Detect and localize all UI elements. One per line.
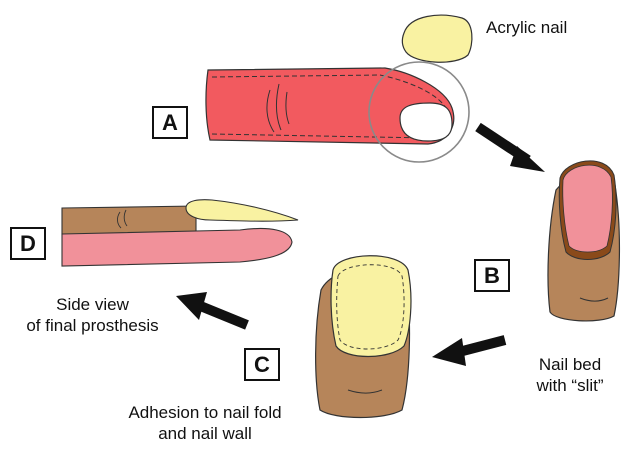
label-acrylic-nail: Acrylic nail [486,17,567,38]
label-side-view-line1: Side view [10,294,175,315]
fingertip-b [548,161,619,321]
panel-label-c: C [244,348,280,381]
arrow-a-to-b [478,127,545,172]
label-adhesion-line2: and nail wall [100,423,310,444]
label-side-view-line2: of final prosthesis [10,315,175,336]
arrow-b-to-c [432,338,505,366]
label-side-view: Side view of final prosthesis [10,294,175,336]
side-view-d [62,200,298,266]
panel-label-d: D [10,227,46,260]
label-nail-bed: Nail bed with “slit” [518,354,622,396]
label-nail-bed-line2: with “slit” [518,375,622,396]
acrylic-nail-shape [402,15,472,62]
panel-label-b: B [474,259,510,292]
label-nail-bed-line1: Nail bed [518,354,622,375]
arrow-c-to-d [176,292,247,325]
panel-label-a: A [152,106,188,139]
label-adhesion-line1: Adhesion to nail fold [100,402,310,423]
finger-a [206,68,454,144]
fingertip-c [316,256,411,418]
label-adhesion: Adhesion to nail fold and nail wall [100,402,310,444]
